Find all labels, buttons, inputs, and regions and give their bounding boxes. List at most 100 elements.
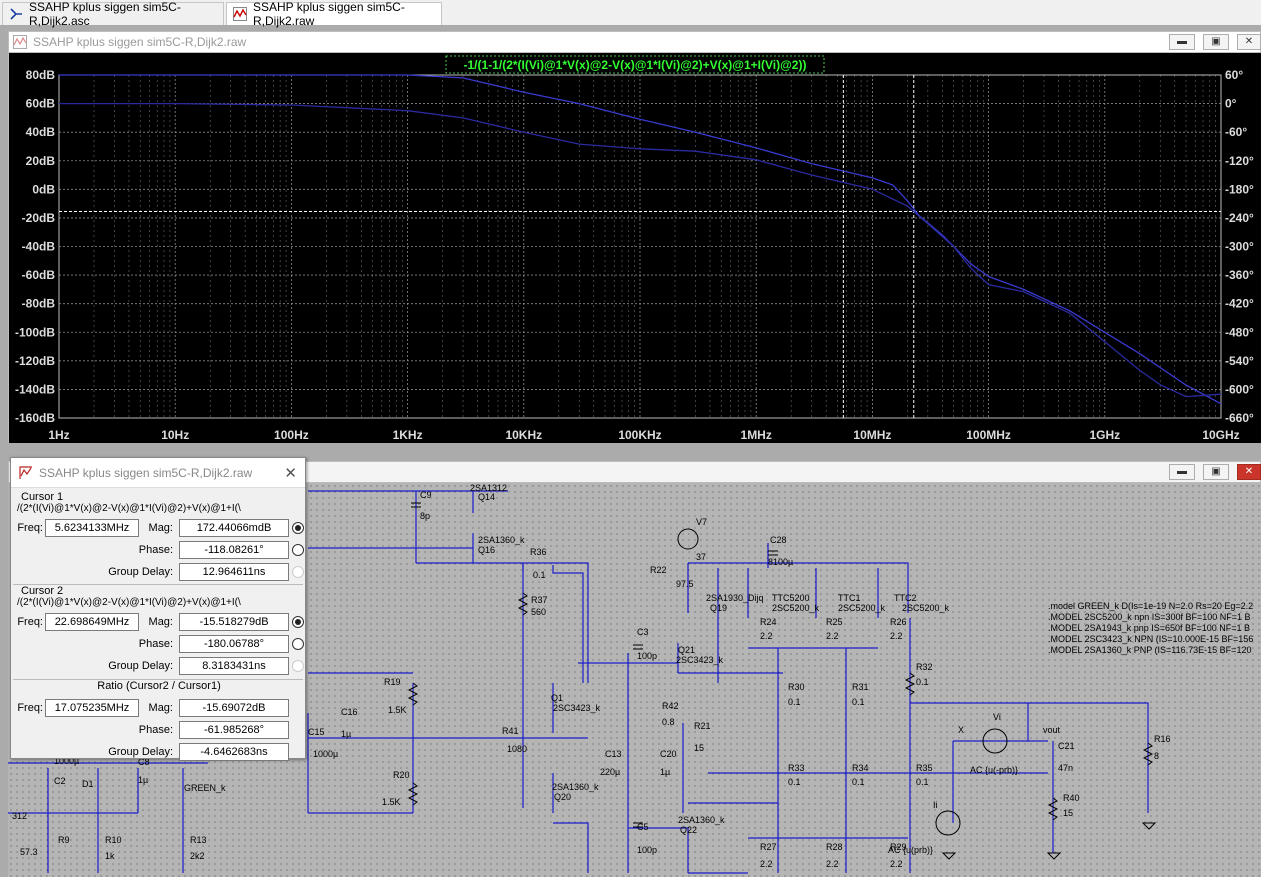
schematic-label: Q21 — [678, 645, 695, 655]
cursor2-freq-field[interactable]: 22.698649MHz — [45, 613, 139, 631]
schematic-label: 2SA1360_k — [678, 815, 725, 825]
cursor1-freq-field[interactable]: 5.6234133MHz — [45, 519, 139, 537]
schematic-label: 0.1 — [916, 777, 929, 787]
schematic-label: Q22 — [680, 825, 697, 835]
cursor-dialog-close-button[interactable]: ✕ — [284, 465, 297, 482]
ratio-name: Ratio (Cursor2 / Cursor1) — [97, 680, 221, 692]
x-tick-label: 10Hz — [161, 428, 189, 442]
y2-tick-label: 60° — [1225, 68, 1243, 82]
schematic-wires — [8, 490, 1149, 874]
ratio-group-delay-field[interactable]: -4.6462683ns — [179, 743, 289, 761]
ratio-mag-field[interactable]: -15.69072dB — [179, 699, 289, 717]
plot-maximize-button[interactable]: ▣ — [1203, 34, 1229, 50]
ratio-group-delay-label: Group Delay: — [108, 746, 173, 758]
schematic-label: AC {u(-prb)} — [970, 765, 1018, 775]
schematic-label: 1000µ — [313, 749, 338, 759]
schematic-label: 2SC5200_k — [902, 603, 950, 613]
schematic-label: Q1 — [551, 693, 563, 703]
schematic-label: C15 — [308, 727, 325, 737]
schematic-label: R19 — [384, 677, 401, 687]
schematic-label: C8 — [138, 757, 150, 767]
schematic-label: TTC2 — [894, 593, 917, 603]
schematic-label: V7 — [696, 517, 707, 527]
ratio-freq-label: Freq: — [17, 702, 43, 714]
waveform-window-icon — [13, 35, 27, 52]
cursor-dialog-titlebar[interactable]: SSAHP kplus siggen sim5C-R,Dijk2.raw ✕ — [11, 458, 305, 488]
cursor1-name: Cursor 1 — [21, 491, 64, 503]
waveform-icon — [233, 7, 247, 21]
schematic-close-button[interactable]: ✕ — [1237, 464, 1261, 480]
schematic-label: R28 — [826, 842, 843, 852]
capacitor-symbols[interactable] — [411, 502, 778, 828]
cursor1-mag-radio[interactable] — [292, 522, 304, 534]
plot-window-titlebar[interactable]: SSAHP kplus siggen sim5C-R,Dijk2.raw ▬ ▣… — [8, 31, 1261, 53]
x-tick-label: 10GHz — [1202, 428, 1239, 442]
schematic-label: 2.2 — [826, 859, 839, 869]
y-tick-label: 0dB — [32, 182, 55, 196]
tab-schematic-label: SSAHP kplus siggen sim5C-R,Dijk2.asc — [29, 0, 181, 28]
schematic-label: R32 — [916, 662, 933, 672]
schematic-label: C5 — [637, 822, 649, 832]
cursor1-phase-field[interactable]: -118.08261° — [179, 541, 289, 559]
cursor2-mag-field[interactable]: -15.518279dB — [179, 613, 289, 631]
cursor2-expression: /(2*(I(Vi)@1*V(x)@2-V(x)@1*I(Vi)@2)+V(x)… — [17, 597, 241, 608]
y-tick-label: 20dB — [26, 154, 56, 168]
cursor2-phase-field[interactable]: -180.06788° — [179, 635, 289, 653]
cursor1-group-delay-field[interactable]: 12.964611ns — [179, 563, 289, 581]
schematic-label: R36 — [530, 547, 547, 557]
schematic-label: 2.2 — [760, 631, 773, 641]
schematic-label: R9 — [58, 835, 70, 845]
y2-tick-label: -420° — [1225, 297, 1254, 311]
cursor1-mag-field[interactable]: 172.44066mdB — [179, 519, 289, 537]
document-tab-bar: SSAHP kplus siggen sim5C-R,Dijk2.asc SSA… — [0, 0, 1261, 28]
y-tick-label: -140dB — [15, 382, 55, 396]
schematic-maximize-button[interactable]: ▣ — [1203, 464, 1229, 480]
schematic-label: R30 — [788, 682, 805, 692]
plot-minimize-button[interactable]: ▬ — [1169, 34, 1195, 50]
plot-window-title: SSAHP kplus siggen sim5C-R,Dijk2.raw — [33, 35, 247, 49]
x-tick-label: 10MHz — [853, 428, 891, 442]
schematic-label: R29 — [890, 842, 907, 852]
cursor-dialog[interactable]: SSAHP kplus siggen sim5C-R,Dijk2.raw ✕ C… — [10, 457, 306, 761]
cursor2-group-delay-radio[interactable] — [292, 660, 304, 672]
schematic-window-titlebar[interactable]: ▬ ▣ ✕ — [8, 461, 1261, 483]
schematic-label: C21 — [1058, 741, 1075, 751]
schematic-minimize-button[interactable]: ▬ — [1169, 464, 1195, 480]
tab-waveform[interactable]: SSAHP kplus siggen sim5C-R,Dijk2.raw — [226, 0, 442, 28]
schematic-label: 0.1 — [788, 777, 801, 787]
cursor2-phase-radio[interactable] — [292, 638, 304, 650]
schematic-label: Vi — [993, 712, 1001, 722]
schematic-label: R26 — [890, 617, 907, 627]
voltage-source-v7[interactable] — [677, 528, 699, 550]
ratio-freq-field[interactable]: 17.075235MHz — [45, 699, 139, 717]
schematic-label: R10 — [105, 835, 122, 845]
cursor2-mag-radio[interactable] — [292, 616, 304, 628]
y2-tick-label: -360° — [1225, 268, 1254, 282]
cursor2-group-delay-field[interactable]: 8.3183431ns — [179, 657, 289, 675]
cursor2-group-delay-label: Group Delay: — [108, 660, 173, 672]
cursor1-group-delay-radio[interactable] — [292, 566, 304, 578]
schematic-label: 8 — [1154, 751, 1159, 761]
resistor-symbols[interactable] — [407, 592, 1154, 821]
cursor1-phase-radio[interactable] — [292, 544, 304, 556]
schematic-label: 2.2 — [826, 631, 839, 641]
y-tick-label: -60dB — [22, 268, 56, 282]
schematic-label: R25 — [826, 617, 843, 627]
y2-tick-label: -60° — [1225, 125, 1247, 139]
x-tick-label: 100MHz — [966, 428, 1011, 442]
schematic-label: C2 — [54, 776, 66, 786]
schematic-label: 220µ — [600, 767, 620, 777]
voltage-source-vi[interactable] — [982, 728, 1008, 754]
y2-tick-label: -600° — [1225, 382, 1254, 396]
cursor1-expression: /(2*(I(Vi)@1*V(x)@2-V(x)@1*I(Vi)@2)+V(x)… — [17, 503, 241, 514]
schematic-label: R27 — [760, 842, 777, 852]
y2-tick-label: -540° — [1225, 354, 1254, 368]
tab-schematic[interactable]: SSAHP kplus siggen sim5C-R,Dijk2.asc — [2, 0, 224, 28]
current-source-ii[interactable] — [935, 810, 961, 836]
plot-close-button[interactable]: ✕ — [1237, 34, 1261, 50]
x-tick-label: 1KHz — [393, 428, 423, 442]
ratio-phase-field[interactable]: -61.985268° — [179, 721, 289, 739]
